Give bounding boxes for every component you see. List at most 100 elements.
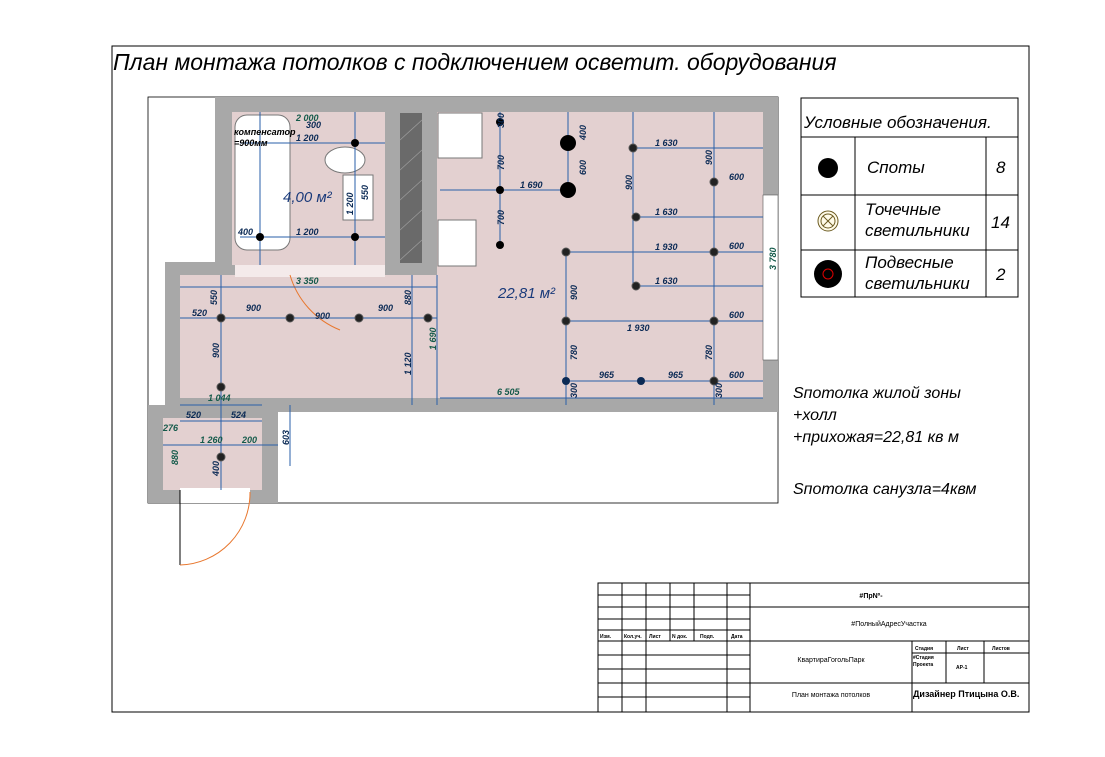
dim-label: 1 260 <box>200 435 223 445</box>
legend-label: Споты <box>867 158 925 177</box>
entry-doorway <box>180 488 250 503</box>
spot-icon[interactable] <box>351 139 359 147</box>
legend-count: 2 <box>995 265 1006 284</box>
dim-label: 600 <box>729 310 744 320</box>
dim-label: 965 <box>668 370 684 380</box>
kitchen-sink <box>437 112 483 159</box>
point-light-icon[interactable] <box>216 313 226 323</box>
point-light-icon[interactable] <box>423 313 433 323</box>
point-light-icon[interactable] <box>561 247 571 257</box>
dim-label: 550 <box>209 290 219 305</box>
tb-header: Кол.уч. <box>624 634 642 640</box>
dim-label: 1 930 <box>627 323 650 333</box>
pendant-light-icon[interactable] <box>560 135 576 151</box>
window <box>762 194 779 361</box>
title-block: Изм. Кол.уч. Лист N док. Подп. Дата #ПрN… <box>597 582 1030 713</box>
dim-label: 524 <box>231 410 246 420</box>
dim-label: 1 120 <box>403 352 413 375</box>
dim-label: 900 <box>315 311 330 321</box>
dim-label: 1 630 <box>655 138 678 148</box>
dim-label: 1 044 <box>208 393 231 403</box>
dim-label: 550 <box>360 185 370 200</box>
point-light-icon[interactable] <box>631 281 641 291</box>
pendant-light-icon[interactable] <box>560 182 576 198</box>
note-line: Sпотолка жилой зоны <box>793 385 961 402</box>
dim-label: 1 630 <box>655 207 678 217</box>
dim-label: 1 690 <box>520 180 543 190</box>
spot-icon[interactable] <box>496 118 504 126</box>
tb-header: Лист <box>649 634 661 640</box>
point-lights <box>216 143 719 462</box>
dim-label: 300 <box>496 113 506 128</box>
hall-floor <box>180 275 440 398</box>
dim-label: 1 630 <box>655 276 678 286</box>
point-light-icon[interactable] <box>561 316 571 326</box>
tb-designer: Дизайнер Птицына О.В. <box>913 689 1019 699</box>
entry-door-arc <box>179 491 251 566</box>
point-light-icon[interactable] <box>709 247 719 257</box>
tb-sheet-label: Лист <box>957 646 969 652</box>
point-light-icon[interactable] <box>216 452 226 462</box>
note-line: Sпотолка санузла=4квм <box>793 481 977 498</box>
dim-label: 900 <box>569 285 579 300</box>
dim-label: 900 <box>246 303 261 313</box>
main-area-label: 22,81 м² <box>497 285 556 302</box>
point-light-icon[interactable] <box>628 143 638 153</box>
legend-header: Условные обозначения. <box>803 113 992 132</box>
dim-label: 780 <box>704 345 714 360</box>
spot-icon[interactable] <box>496 186 504 194</box>
dim-label: 600 <box>729 172 744 182</box>
point-light-icon[interactable] <box>709 316 719 326</box>
toilet <box>324 146 366 174</box>
dim-label: 603 <box>281 430 291 445</box>
dim-label: 965 <box>599 370 615 380</box>
spot-icon <box>818 158 838 178</box>
dim-label: 2 000 <box>295 113 319 123</box>
note-line: +прихожая=22,81 кв м <box>793 429 959 446</box>
dim-label: 520 <box>186 410 201 420</box>
spot-icon[interactable] <box>256 233 264 241</box>
spot-icon[interactable] <box>637 377 645 385</box>
spot-icon[interactable] <box>496 241 504 249</box>
point-light-icon[interactable] <box>631 212 641 222</box>
tb-project-no: #ПрNº- <box>859 593 883 600</box>
point-light-icon[interactable] <box>285 313 295 323</box>
dim-label: 520 <box>192 308 207 318</box>
tb-stage-label: Стадия <box>915 646 933 652</box>
note-line: +холл <box>793 407 837 424</box>
spot-icon[interactable] <box>351 233 359 241</box>
dim-label: 3 780 <box>768 247 778 270</box>
dim-label: 300 <box>569 383 579 398</box>
dim-label: 900 <box>378 303 393 313</box>
point-light-icon[interactable] <box>216 382 226 392</box>
tb-sheet-name: План монтажа потолков <box>792 692 870 699</box>
point-light-icon <box>817 210 839 232</box>
bathroom-area-label: 4,00 м² <box>283 189 333 206</box>
dim-label: 1 690 <box>428 327 438 350</box>
point-light-icon[interactable] <box>709 177 719 187</box>
dim-label: 3 350 <box>296 276 319 286</box>
dim-label: 600 <box>729 370 744 380</box>
dim-label: 780 <box>569 345 579 360</box>
dim-label: 1 200 <box>296 227 319 237</box>
floor-plan: 4,00 м² 22,81 м² компенсатор =900мм 1 20… <box>147 96 779 566</box>
dim-label: 700 <box>496 155 506 170</box>
dim-label: 900 <box>211 343 221 358</box>
dim-label: 900 <box>704 150 714 165</box>
tb-header: Подп. <box>700 634 715 640</box>
shaft <box>400 113 422 263</box>
dim-label: 300 <box>714 383 724 398</box>
kitchen-stove <box>437 219 477 267</box>
bath-door-arc <box>289 274 341 331</box>
legend-label: Точечные светильники <box>865 200 970 240</box>
pendant-light-icon <box>814 260 842 288</box>
spot-icon[interactable] <box>562 377 570 385</box>
point-light-icon[interactable] <box>354 313 364 323</box>
washing-machine <box>342 174 374 221</box>
dim-label: 1 200 <box>345 192 355 215</box>
drawing-title: План монтажа потолков с подключением осв… <box>113 49 837 75</box>
tb-header: Изм. <box>600 634 612 640</box>
point-light-icon[interactable] <box>709 376 719 386</box>
area-notes: Sпотолка жилой зоны +холл +прихожая=22,8… <box>793 385 977 498</box>
